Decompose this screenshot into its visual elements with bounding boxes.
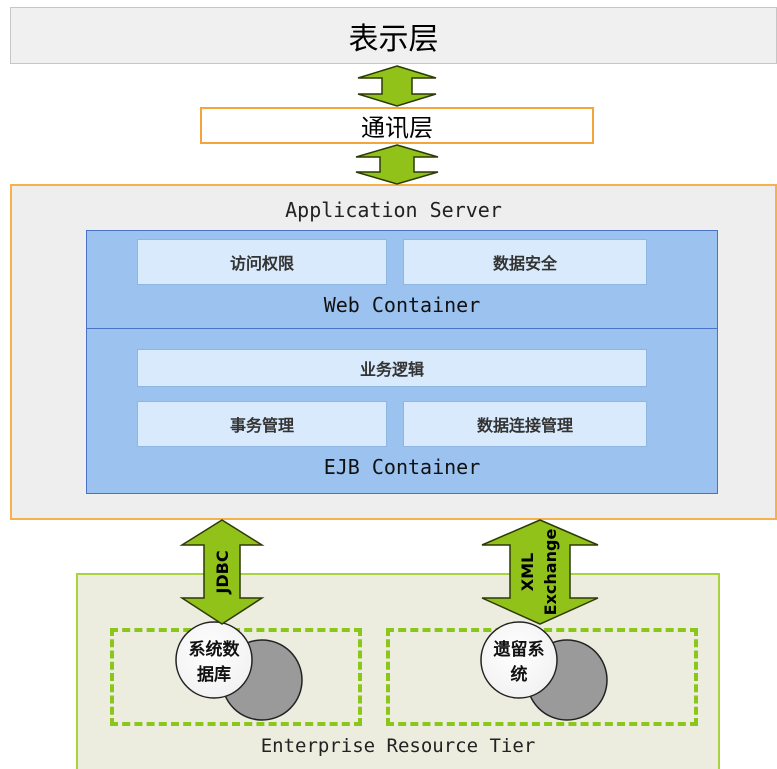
enterprise-resource-tier-label: Enterprise Resource Tier: [260, 735, 536, 757]
legacy-system-label-line1: 遗留系: [493, 639, 545, 660]
application-server: Application Server 访问权限 数据安全 Web Contain…: [10, 184, 777, 520]
database-label-line1: 系统数: [189, 639, 241, 660]
arrow-presentation-communication: [357, 65, 437, 107]
module-data-connection-management: 数据连接管理: [403, 401, 647, 447]
legacy-system-label-line2: 统: [511, 664, 528, 685]
database-label-line2: 据库: [197, 664, 231, 685]
presentation-layer-label: 表示层: [348, 21, 439, 57]
jdbc-label: JDBC: [213, 550, 232, 594]
module-data-connection-management-label: 数据连接管理: [476, 416, 573, 435]
module-access-control-label: 访问权限: [229, 254, 294, 273]
module-business-logic-label: 业务逻辑: [359, 360, 424, 379]
module-transaction-management: 事务管理: [137, 401, 387, 447]
application-server-title: Application Server: [285, 198, 502, 222]
ejb-container: 业务逻辑 事务管理 数据连接管理 EJB Container: [86, 328, 718, 494]
module-data-security-label: 数据安全: [492, 254, 557, 273]
module-business-logic: 业务逻辑: [137, 349, 647, 387]
module-data-security: 数据安全: [403, 239, 647, 285]
exchange-label: Exchange: [541, 529, 560, 616]
xml-label: XML: [518, 553, 537, 591]
web-container: 访问权限 数据安全 Web Container: [86, 230, 718, 328]
module-transaction-management-label: 事务管理: [229, 416, 294, 435]
arrow-communication-appserver: [355, 144, 439, 185]
arrow-jdbc: [179, 519, 265, 625]
module-access-control: 访问权限: [137, 239, 387, 285]
legacy-system-cylinder-icon: [480, 621, 608, 721]
communication-layer: 通讯层: [200, 107, 594, 144]
ejb-container-label: EJB Container: [323, 455, 481, 479]
web-container-label: Web Container: [323, 293, 481, 317]
communication-layer-label: 通讯层: [361, 114, 433, 142]
arrow-xml-exchange: [481, 519, 599, 625]
presentation-layer: 表示层: [10, 7, 777, 64]
database-cylinder-icon: [175, 621, 303, 721]
